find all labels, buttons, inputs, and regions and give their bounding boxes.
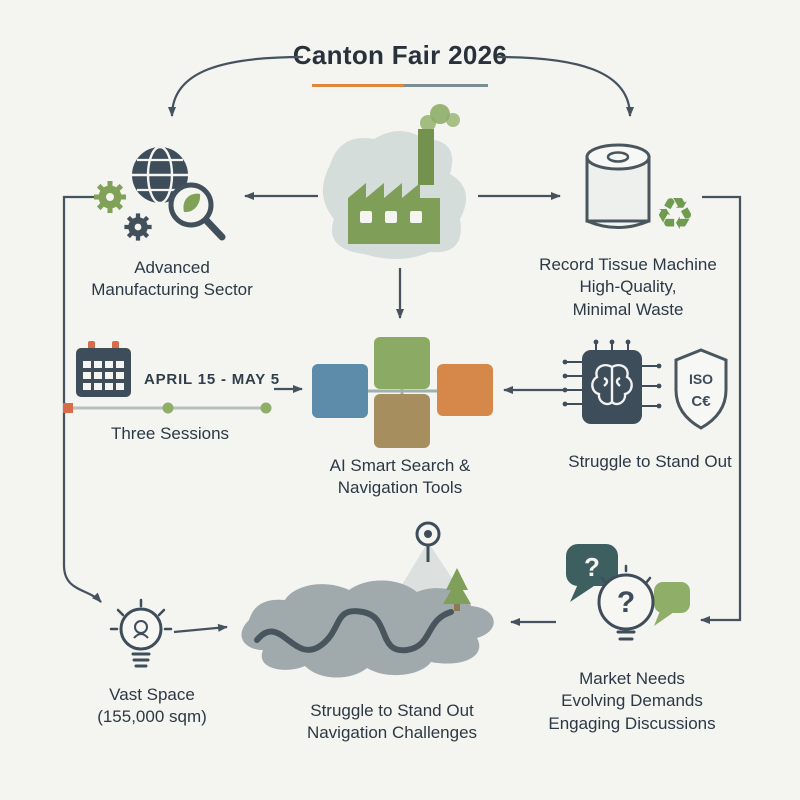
recycle-icon: ♻ (655, 190, 694, 239)
smoke-icon (420, 104, 460, 131)
flowchart-node-green (374, 337, 430, 389)
tissue-roll-icon: ♻ (585, 143, 695, 239)
flowchart-node-orange (437, 364, 493, 416)
shield-ce-text: C€ (691, 393, 711, 410)
lightbulb-icon (109, 598, 173, 668)
discussion-bubbles-icon: ? ? (566, 544, 690, 641)
standout-label: Struggle to Stand Out (568, 452, 732, 471)
sessions-label: Three Sessions (110, 424, 230, 443)
flowchart-node-brown (374, 394, 430, 448)
gear-icon-dark (124, 213, 152, 241)
page-title: Canton Fair 2026 (292, 40, 508, 70)
factory-chimney (418, 129, 434, 185)
tissue-label: Record Tissue Machine High-Quality, Mini… (539, 255, 717, 319)
arrow-bulb-to-map (173, 623, 228, 634)
tree-icon (443, 568, 471, 611)
calendar-icon (76, 341, 131, 397)
navigation-label: Struggle to Stand Out Navigation Challen… (306, 701, 478, 743)
vast-space-label: Vast Space (155,000 sqm) (97, 685, 207, 727)
title-underline (312, 84, 488, 87)
iso-ce-shield-icon: ISO C€ (674, 348, 728, 430)
ai-chip-brain-icon (562, 339, 662, 424)
map-illustration (241, 521, 494, 678)
shield-iso-text: ISO (689, 371, 713, 387)
flowchart-icon (312, 337, 493, 448)
map-landmass (241, 580, 494, 678)
globe-icon (132, 145, 188, 205)
timeline-start-marker (63, 403, 73, 413)
idea-bulb-icon: ? (597, 564, 655, 641)
factory-illustration (322, 104, 467, 260)
flowchart-node-blue (312, 364, 368, 418)
gear-icon-green (94, 181, 126, 213)
ai-tools-label: AI Smart Search & Navigation Tools (329, 456, 471, 498)
factory-windows (360, 211, 422, 223)
winding-road (254, 608, 454, 654)
svg-text:?: ? (617, 586, 635, 619)
svg-text:?: ? (584, 552, 600, 582)
manufacturing-label: Advanced Manufacturing Sector (91, 258, 253, 300)
manufacturing-cluster-icon (94, 145, 226, 241)
schedule-dates: APRIL 15 - MAY 5 (144, 371, 280, 388)
chat-bubble-green (654, 582, 690, 626)
chat-bubble-dark: ? (566, 544, 618, 602)
location-pin-icon (415, 521, 441, 562)
sessions-timeline (63, 402, 272, 414)
market-label: Market Needs Evolving Demands Engaging D… (548, 669, 716, 733)
timeline-mid-dot (162, 402, 174, 414)
magnifier-leaf-icon (168, 182, 226, 241)
timeline-end-dot (260, 402, 272, 414)
